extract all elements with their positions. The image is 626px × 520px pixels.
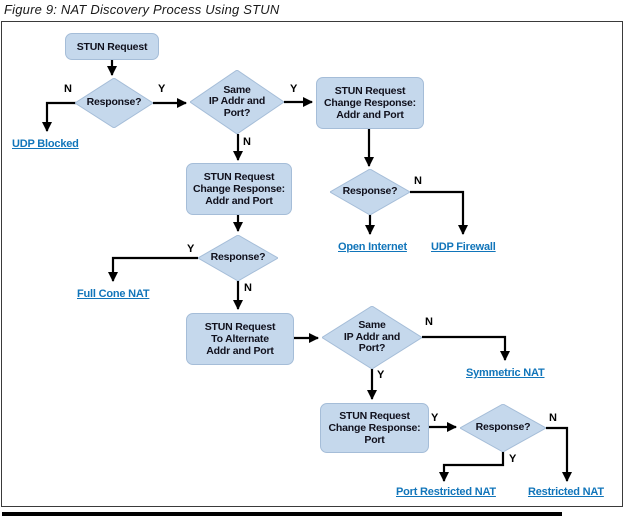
node-stun-request: STUN Request — [65, 33, 159, 60]
decision-response-1-label: Response? — [86, 96, 142, 109]
bottom-rule — [2, 512, 562, 516]
decision-response-2: Response? — [330, 169, 410, 215]
outcome-link-restricted-nat[interactable]: Restricted NAT — [528, 486, 604, 498]
node-change-response-addr-port-1-label: STUN Request Change Response: Addr and P… — [324, 85, 416, 121]
branch-label-y-response4: Y — [509, 453, 517, 465]
decision-response-3: Response? — [198, 235, 278, 281]
decision-response-3-label: Response? — [210, 251, 266, 264]
node-to-alternate-addr-port: STUN Request To Alternate Addr and Port — [186, 313, 294, 365]
diamond-shape — [330, 169, 410, 215]
branch-label-n-response1: N — [64, 83, 72, 95]
decision-same-ip-2-label: Same IP Addr and Port? — [343, 319, 401, 355]
decision-same-ip-1-label: Same IP Addr and Port? — [208, 83, 266, 119]
branch-label-n-response4: N — [549, 412, 557, 424]
outcome-link-open-internet[interactable]: Open Internet — [338, 241, 407, 253]
node-stun-request-label: STUN Request — [76, 40, 148, 53]
diamond-shape — [322, 306, 422, 369]
node-change-response-port: STUN Request Change Response: Port — [320, 403, 429, 453]
node-change-response-addr-port-1: STUN Request Change Response: Addr and P… — [316, 77, 424, 129]
outcome-link-udp-blocked[interactable]: UDP Blocked — [12, 138, 79, 150]
decision-response-4: Response? — [460, 404, 546, 452]
branch-label-y-response3: Y — [187, 243, 195, 255]
diamond-shape — [460, 404, 546, 452]
node-change-response-port-label: STUN Request Change Response: Port — [328, 410, 421, 446]
outcome-link-symmetric-nat[interactable]: Symmetric NAT — [466, 367, 545, 379]
outcome-link-port-restricted-nat[interactable]: Port Restricted NAT — [396, 486, 496, 498]
decision-response-4-label: Response? — [475, 421, 531, 434]
decision-response-2-label: Response? — [342, 185, 398, 198]
branch-label-y-changeport: Y — [431, 412, 439, 424]
branch-label-n-response3: N — [244, 282, 252, 294]
diamond-shape — [75, 78, 153, 128]
branch-label-n-sameip1: N — [243, 136, 251, 148]
diamond-shape — [198, 235, 278, 281]
branch-label-y-sameip2: Y — [377, 369, 385, 381]
decision-same-ip-2: Same IP Addr and Port? — [322, 306, 422, 369]
outcome-link-udp-firewall[interactable]: UDP Firewall — [431, 241, 496, 253]
node-to-alternate-addr-port-label: STUN Request To Alternate Addr and Port — [204, 321, 276, 357]
node-change-response-addr-port-2: STUN Request Change Response: Addr and P… — [186, 163, 292, 215]
branch-label-n-sameip2: N — [425, 316, 433, 328]
diamond-shape — [190, 70, 284, 134]
figure-title: Figure 9: NAT Discovery Process Using ST… — [4, 2, 280, 17]
branch-label-y-response1: Y — [158, 83, 166, 95]
outcome-link-full-cone-nat[interactable]: Full Cone NAT — [77, 288, 150, 300]
node-change-response-addr-port-2-label: STUN Request Change Response: Addr and P… — [193, 171, 285, 207]
branch-label-y-sameip1: Y — [290, 83, 298, 95]
decision-same-ip-1: Same IP Addr and Port? — [190, 70, 284, 134]
decision-response-1: Response? — [75, 78, 153, 128]
branch-label-n-response2: N — [414, 175, 422, 187]
